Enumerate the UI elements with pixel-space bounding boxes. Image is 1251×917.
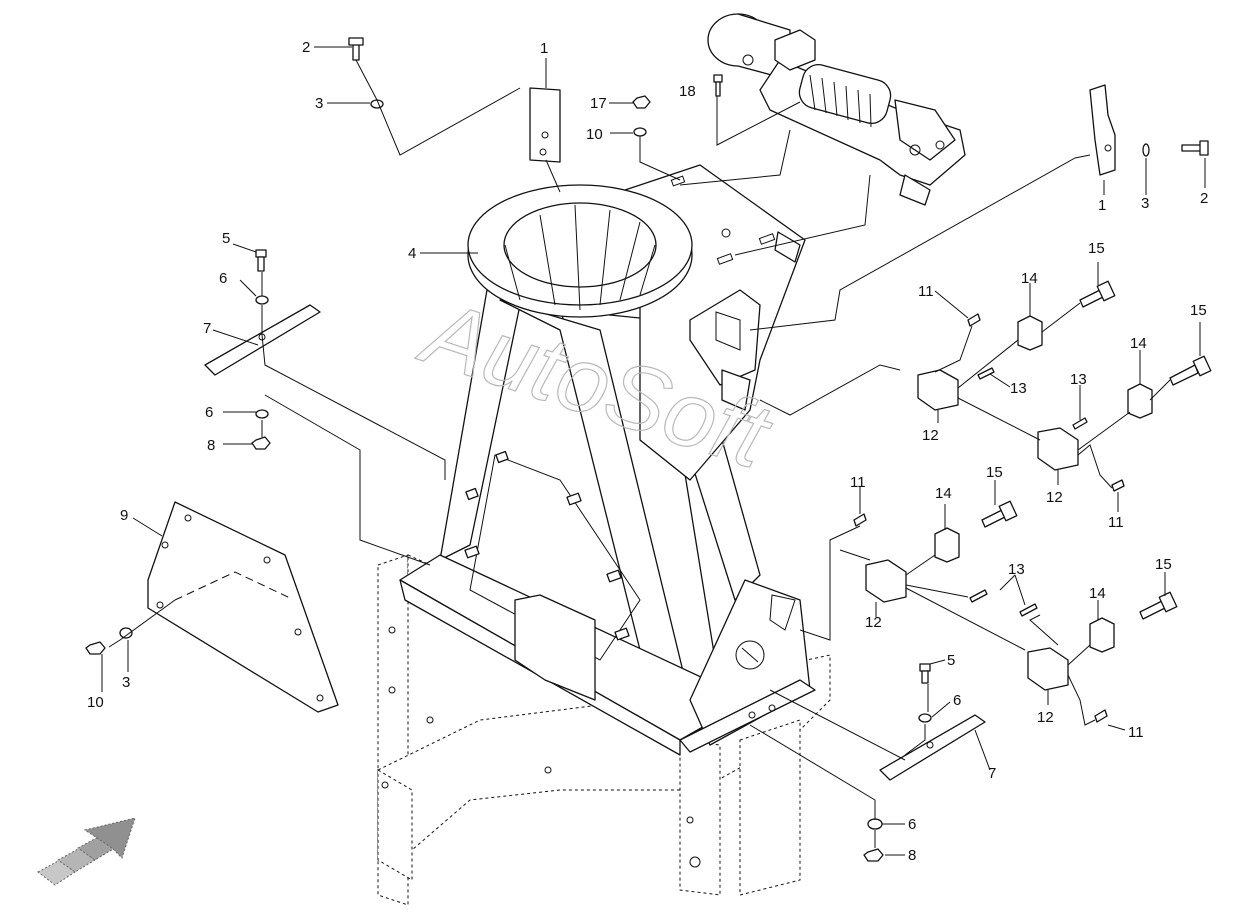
- leader-lines: [101, 46, 1206, 856]
- callout-label: 12: [1046, 489, 1063, 506]
- callout-label: 11: [1108, 514, 1124, 531]
- callout-label: 8: [207, 437, 215, 454]
- callout-label: 1: [540, 40, 548, 57]
- callout-label: 9: [120, 507, 128, 524]
- callout-label: 2: [1200, 190, 1208, 207]
- callout-label: 6: [953, 692, 961, 709]
- callout-labels: 1 1 2 2 3 3 3 4 5 5 6 6 6 6 7 7 8 8 9 10…: [87, 39, 1208, 864]
- callout-label: 5: [222, 230, 230, 247]
- callout-label: 10: [586, 126, 603, 143]
- callout-label: 3: [122, 674, 130, 691]
- callout-label: 15: [1088, 240, 1105, 257]
- callout-label: 4: [408, 245, 416, 262]
- forward-arrow-icon: [37, 817, 136, 886]
- callout-label: 5: [947, 652, 955, 669]
- callout-label: 7: [988, 765, 996, 782]
- callout-label: 15: [1155, 556, 1172, 573]
- callout-label: 17: [590, 95, 607, 112]
- callout-label: 6: [908, 816, 916, 833]
- callout-label: 8: [908, 847, 916, 864]
- callout-label: 11: [918, 283, 934, 300]
- callout-label: 10: [87, 694, 104, 711]
- callout-label: 13: [1070, 371, 1087, 388]
- callout-label: 18: [679, 83, 696, 100]
- callout-label: 3: [315, 95, 323, 112]
- callout-label: 12: [1037, 709, 1054, 726]
- top-ring-plate: [467, 164, 806, 481]
- callout-label: 13: [1008, 561, 1025, 578]
- callout-label: 15: [1190, 302, 1207, 319]
- callout-label: 13: [1010, 380, 1027, 397]
- callout-label: 1: [1098, 197, 1106, 214]
- callout-label: 7: [203, 320, 211, 337]
- callout-label: 15: [986, 464, 1003, 481]
- callout-label: 12: [922, 427, 939, 444]
- callout-label: 3: [1141, 195, 1149, 212]
- callout-label: 14: [935, 485, 952, 502]
- callout-label: 12: [865, 614, 882, 631]
- winch-assembly: [707, 13, 966, 206]
- callout-label: 14: [1130, 335, 1147, 352]
- callout-label: 14: [1021, 270, 1038, 287]
- callout-label: 11: [850, 474, 866, 491]
- callout-label: 11: [1128, 724, 1144, 741]
- callout-label: 6: [219, 270, 227, 287]
- callout-label: 6: [205, 404, 213, 421]
- callout-label: 2: [302, 39, 310, 56]
- callout-label: 14: [1089, 585, 1106, 602]
